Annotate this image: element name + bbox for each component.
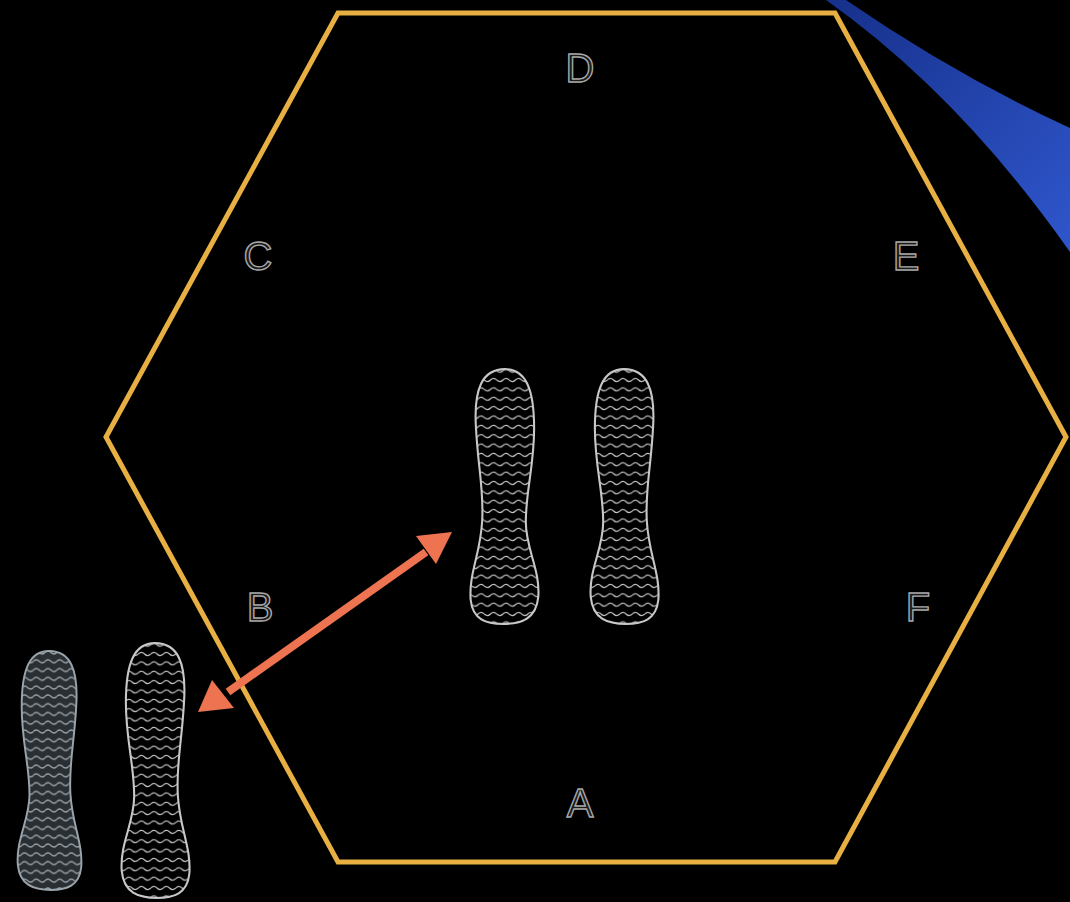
- footprint-center-right: [591, 369, 659, 624]
- vertex-letter: B: [247, 587, 274, 627]
- vertex-letter: E: [893, 236, 920, 276]
- footprint-outside-left: [18, 651, 82, 890]
- vertex-letter: F: [906, 587, 930, 627]
- double-arrow: [198, 532, 452, 712]
- vertex-letter: D: [566, 48, 595, 88]
- footprint-outside-right: [122, 643, 190, 898]
- vertex-letter: A: [567, 783, 594, 823]
- vertex-letter: C: [244, 236, 273, 276]
- blue-swoosh: [826, 0, 1070, 252]
- footprint-center-left: [470, 369, 538, 624]
- hexagon-outline: [106, 13, 1066, 862]
